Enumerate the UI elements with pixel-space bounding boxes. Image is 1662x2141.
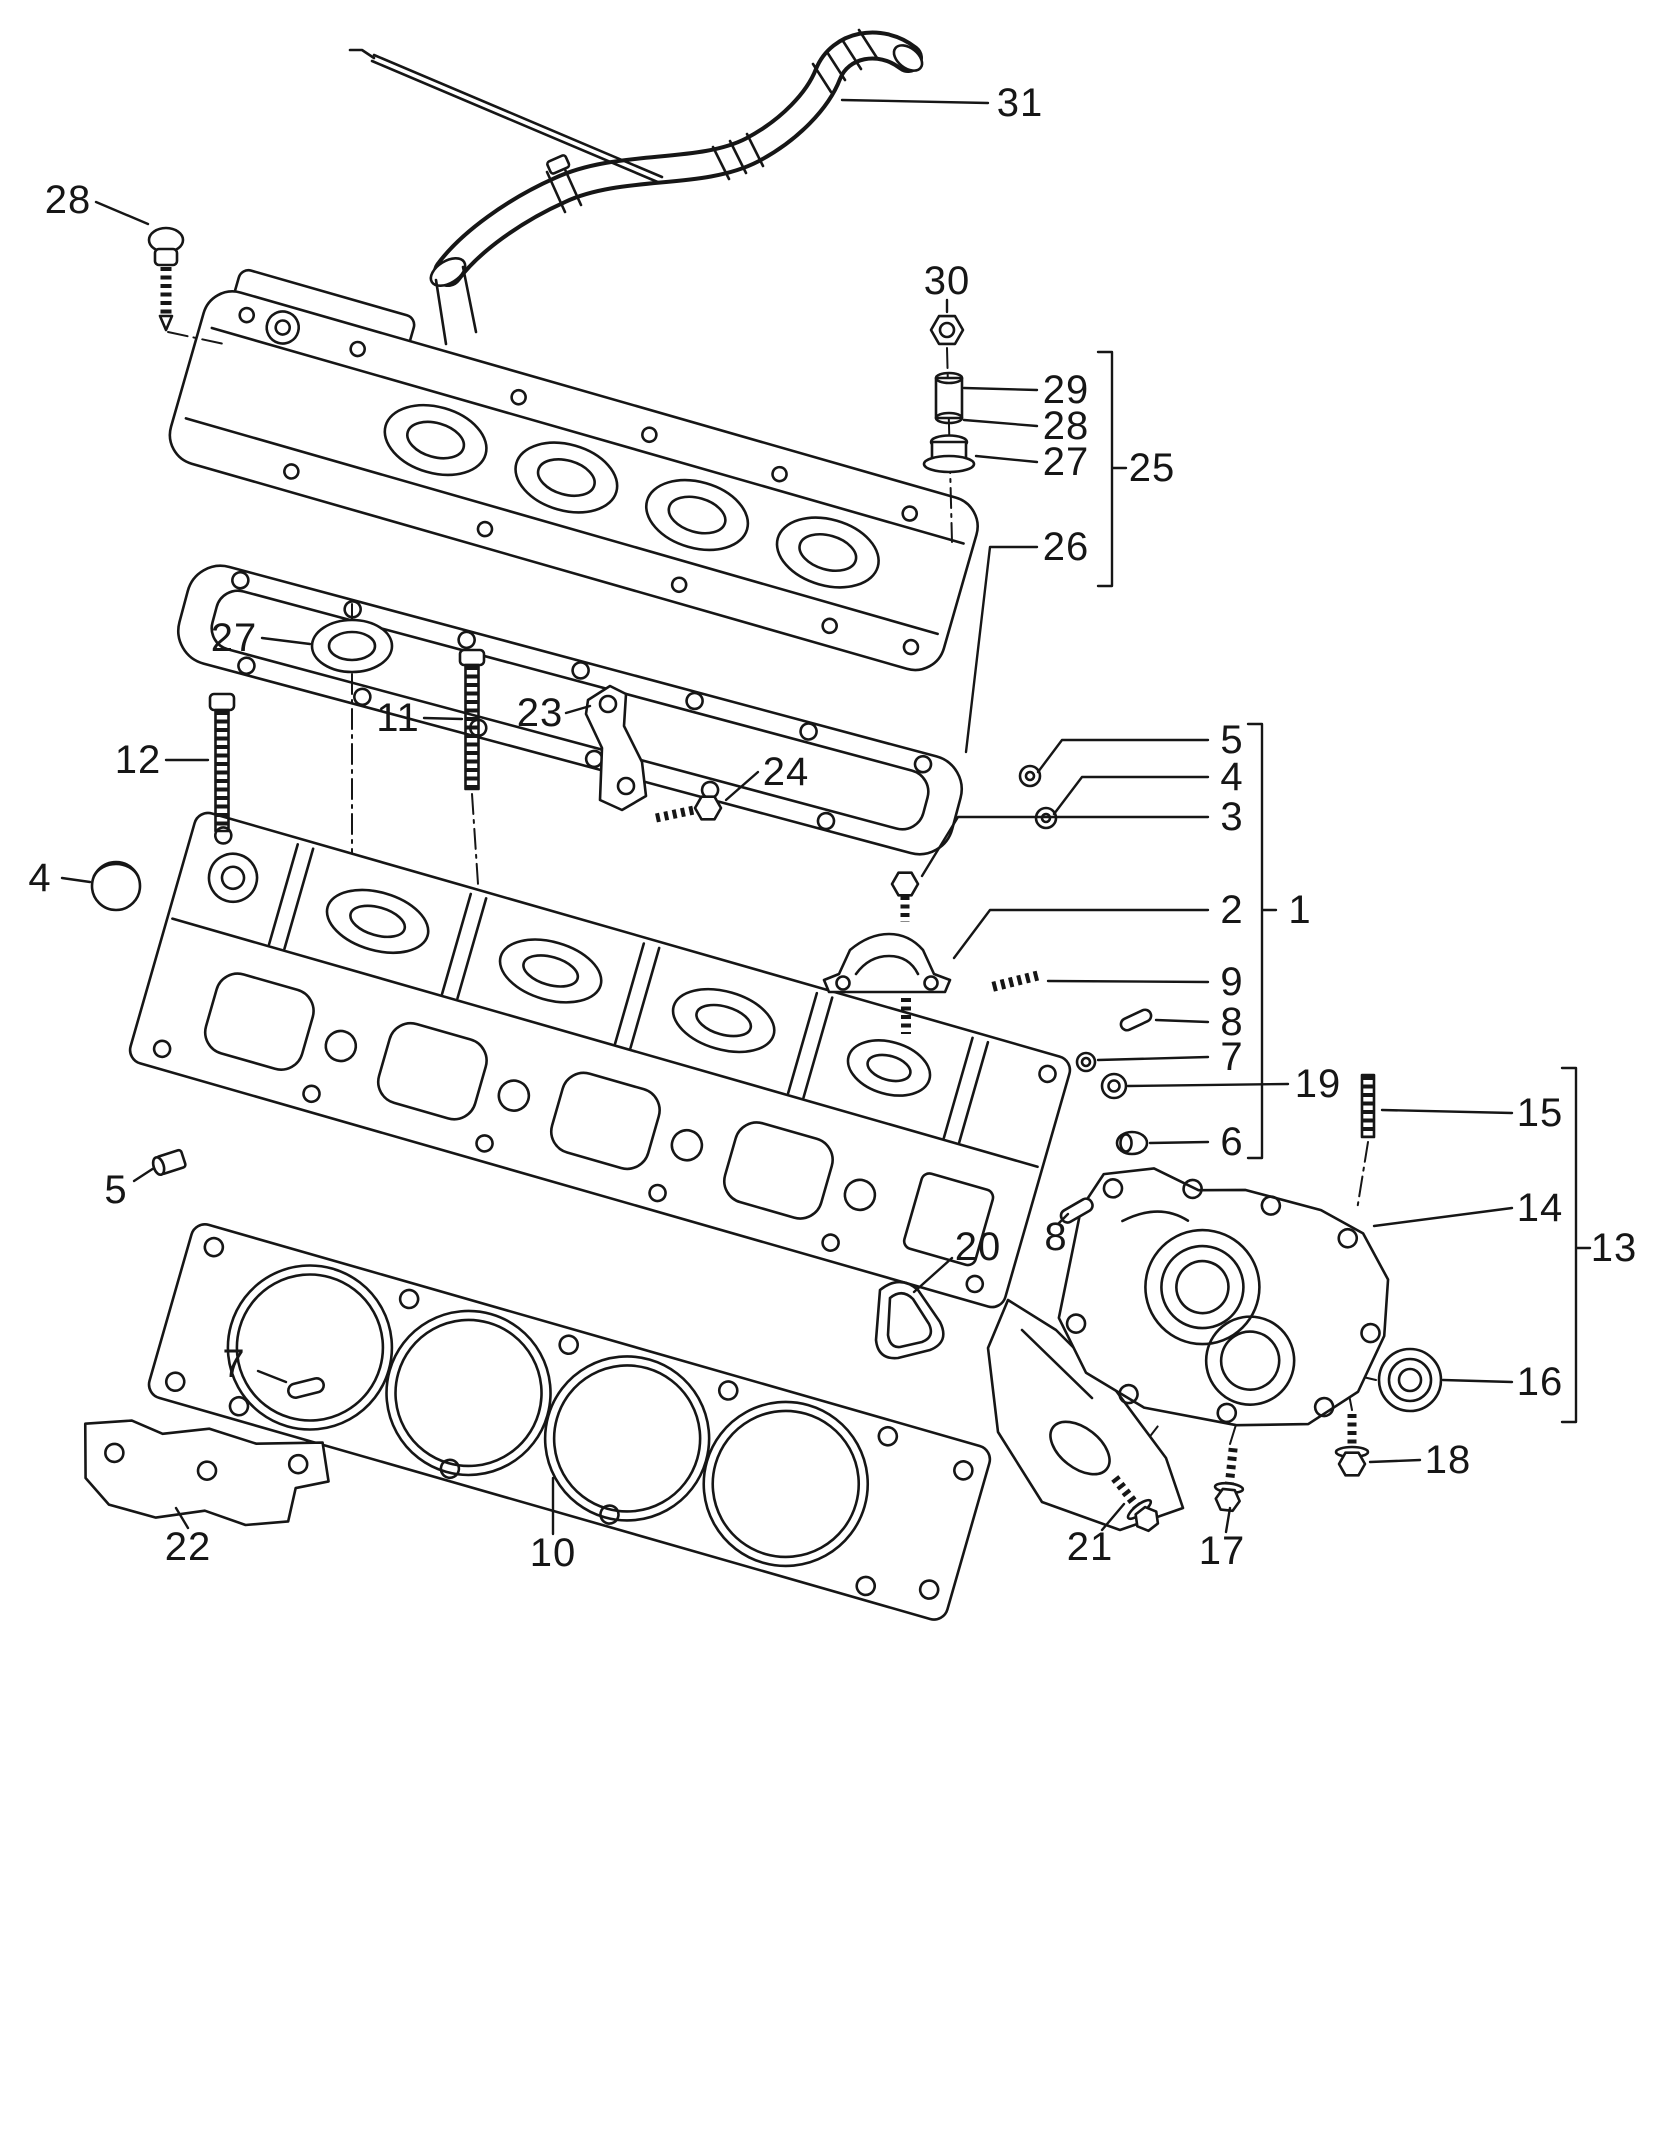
small-parts (90, 226, 1443, 1533)
bolt-21 (1111, 1475, 1160, 1533)
support-rod (348, 48, 664, 185)
stud-15 (1360, 1073, 1376, 1139)
leader-line-16-23 (1441, 1378, 1514, 1384)
leader-line-18-24 (1368, 1458, 1422, 1464)
spacer-sleeve-29 (934, 371, 964, 425)
dowel-pin-7 (287, 1377, 325, 1399)
bolt-17 (1213, 1447, 1245, 1513)
leader-line-8-28 (1056, 1212, 1070, 1226)
leader-line-29-3 (962, 386, 1039, 392)
rubber-grommet-27 (922, 434, 976, 474)
leader-line-15-21 (1380, 1108, 1514, 1115)
hex-nut-30 (929, 314, 965, 346)
cylinder-head (128, 811, 1072, 1309)
leader-line-4-25 (60, 876, 92, 884)
leader-line-28-4 (962, 418, 1039, 428)
leader-line-5-26 (132, 1166, 156, 1183)
cup-plug-6 (1115, 1130, 1149, 1156)
leader-line-31-0 (840, 98, 990, 105)
leader-line-27-5 (974, 454, 1039, 464)
leader-line-22-30 (174, 1506, 190, 1530)
group-bracket-25 (1096, 350, 1128, 588)
camshaft-seal-27 (310, 618, 394, 674)
bolt-18 (1334, 1414, 1370, 1477)
breather-hose (429, 28, 924, 346)
washer-19 (1100, 1072, 1128, 1100)
leader-line-9-16 (1046, 979, 1210, 984)
timing-chain-cover (1057, 1167, 1390, 1427)
dowel-pin-8 (1119, 1008, 1153, 1032)
leader-line-27-7 (260, 636, 312, 646)
lifting-bracket-23 (584, 684, 648, 812)
leader-line-3-14 (920, 815, 1210, 878)
bolt-24 (655, 795, 723, 823)
leader-line-11-8 (422, 716, 464, 721)
leader-line-7-18 (1096, 1055, 1210, 1062)
leader-line-26-6 (964, 545, 1039, 754)
small-gasket-20 (874, 1280, 945, 1360)
cylinder-head-gasket (147, 1223, 992, 1621)
leader-line-20-29 (912, 1256, 954, 1294)
leader-line-14-22 (1372, 1206, 1514, 1228)
mounting-plate (83, 1419, 330, 1527)
leader-line-8-17 (1154, 1018, 1210, 1024)
cylinder-head-bolt-11 (458, 648, 486, 791)
core-plug-5 (1018, 764, 1042, 788)
bolt-3 (890, 871, 920, 922)
leader-line-4-13 (1052, 775, 1210, 816)
washer-7 (1075, 1051, 1097, 1073)
leader-line-24-11 (724, 770, 760, 802)
leader-line-28-1 (94, 200, 150, 226)
valve-cover (168, 268, 979, 672)
bearing-cap-2 (822, 932, 952, 994)
group-bracket-1 (1246, 722, 1278, 1160)
leader-line-21-32 (1100, 1502, 1126, 1532)
hose-clamp (546, 154, 571, 175)
group-bracket-13 (1560, 1066, 1592, 1424)
leader-line-17-33 (1224, 1506, 1232, 1534)
cylinder-head-bolt-12 (208, 692, 236, 833)
sealing-cap-4 (90, 860, 142, 912)
leader-line-19-20 (1126, 1082, 1290, 1088)
leader-line-23-9 (564, 704, 592, 715)
leader-line-5-12 (1036, 738, 1210, 774)
crankshaft-seal-16 (1377, 1347, 1443, 1413)
sealing-plug-28 (147, 226, 185, 332)
valve-cover-gasket (177, 564, 963, 856)
leader-line-2-15 (952, 908, 1210, 960)
leader-line-7-27 (256, 1369, 288, 1384)
leader-line-6-19 (1148, 1140, 1210, 1145)
